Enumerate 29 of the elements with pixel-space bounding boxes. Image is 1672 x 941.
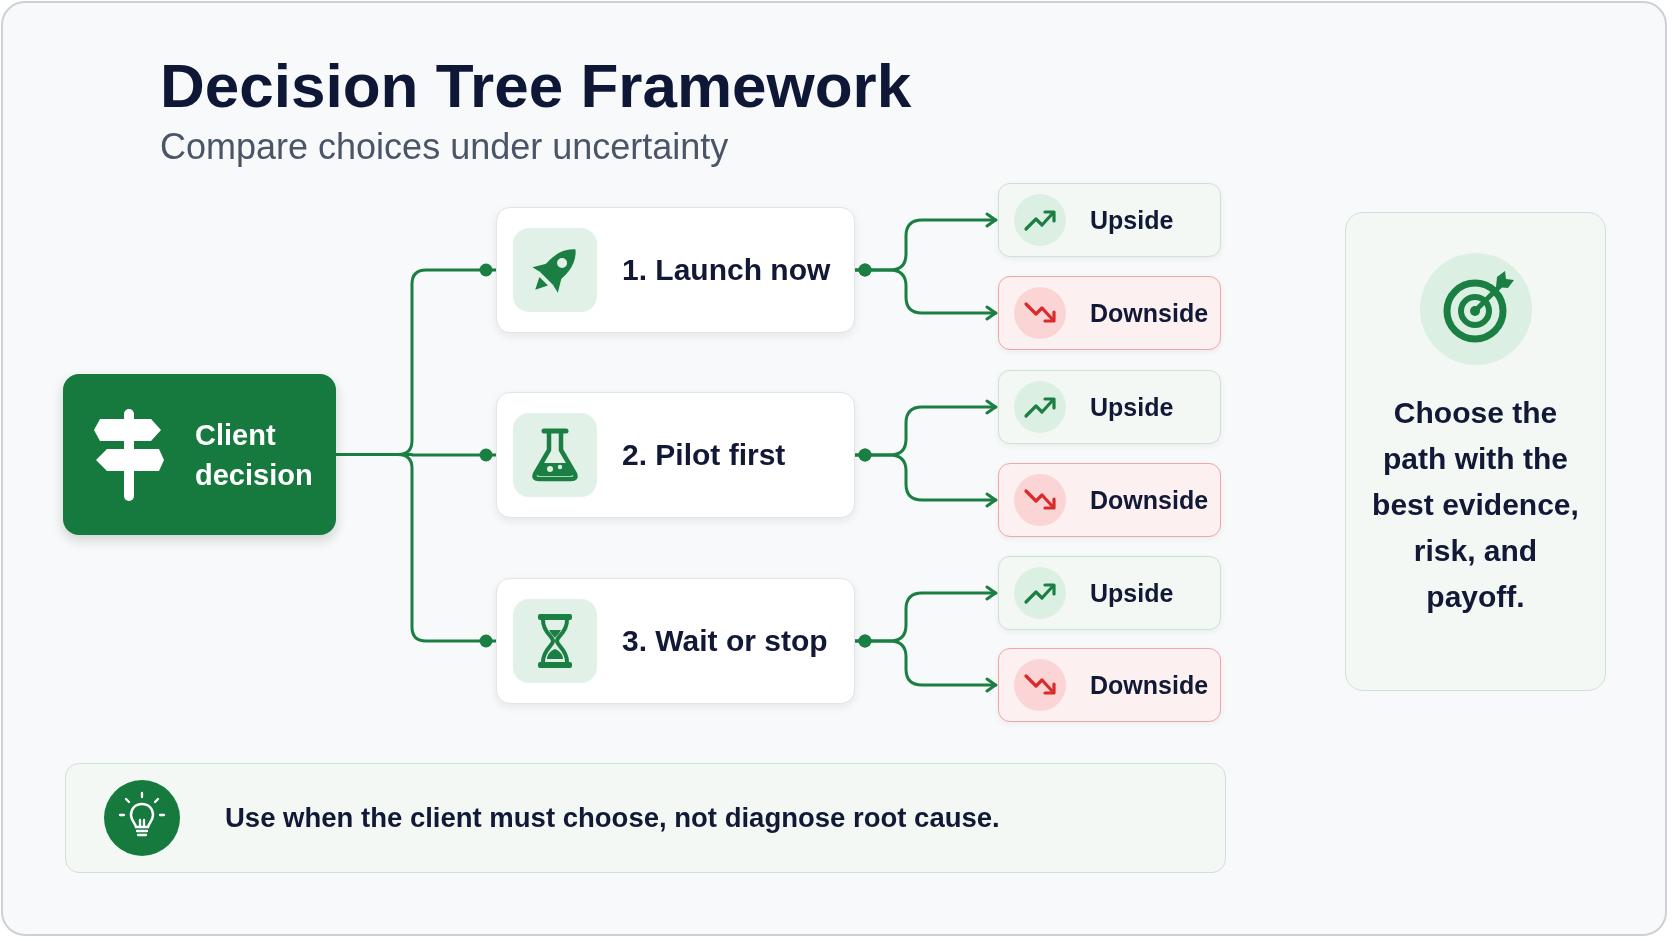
decision-box [63, 374, 336, 535]
option-card [496, 578, 855, 704]
outcome-label: Upside [1090, 392, 1174, 423]
downside-card [998, 463, 1221, 537]
outcome-label: Upside [1090, 205, 1174, 236]
summary-panel [1345, 212, 1606, 691]
option-card [496, 207, 855, 333]
downside-card [998, 648, 1221, 722]
outcome-label: Downside [1090, 485, 1209, 516]
option-card [496, 392, 855, 518]
option-label: 1. Launch now [622, 252, 831, 288]
option-label: 3. Wait or stop [622, 623, 828, 659]
tip-text: Use when the client must choose, not diagnose root cause. [225, 801, 1000, 835]
decision-label: Client decision [195, 417, 314, 493]
summary-text: Choose the path with the best evidence, risk, and payoff. [1371, 395, 1580, 615]
arrow [853, 448, 998, 508]
arrow [853, 634, 998, 693]
option-label: 2. Pilot first [622, 437, 786, 473]
subtitle: Compare choices under uncertainty [160, 126, 729, 168]
tip-banner [65, 763, 1226, 873]
title: Decision Tree Framework [160, 50, 912, 122]
upside-card [998, 183, 1221, 257]
outcome-label: Downside [1090, 670, 1209, 701]
outcome-label: Downside [1090, 298, 1209, 329]
upside-card [998, 370, 1221, 444]
upside-card [998, 556, 1221, 630]
downside-card [998, 276, 1221, 350]
outcome-label: Upside [1090, 578, 1174, 609]
arrow [853, 263, 998, 321]
